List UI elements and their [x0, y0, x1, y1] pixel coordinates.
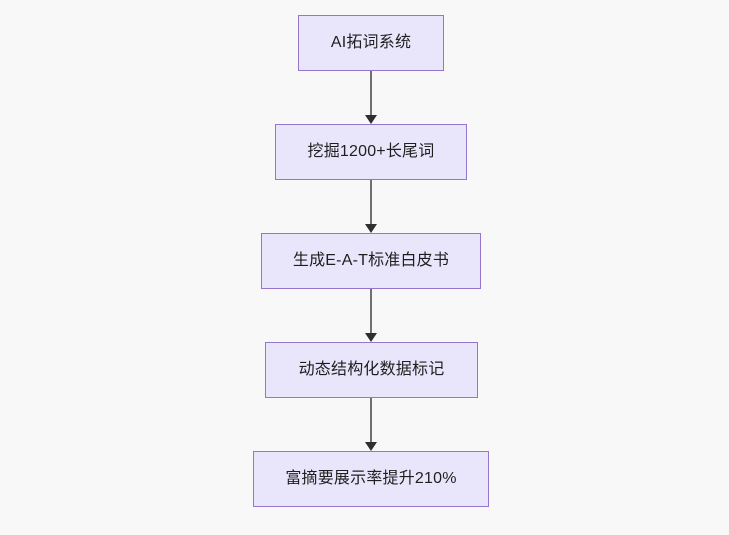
flowchart-node-ai-keyword-system[interactable]: AI拓词系统 — [298, 15, 444, 71]
flowchart-node-mine-longtail-keywords[interactable]: 挖掘1200+长尾词 — [275, 124, 467, 180]
node-label: 挖掘1200+长尾词 — [307, 143, 435, 160]
connector-line — [370, 289, 372, 334]
connector-node3-to-node4 — [358, 289, 384, 342]
connector-node2-to-node3 — [358, 180, 384, 233]
node-label: 动态结构化数据标记 — [298, 361, 445, 378]
connector-node4-to-node5 — [358, 398, 384, 451]
arrow-down-icon — [365, 115, 377, 124]
connector-line — [370, 398, 372, 443]
connector-line — [370, 71, 372, 116]
connector-node1-to-node2 — [358, 71, 384, 124]
flowchart-node-rich-snippet-rate-increase[interactable]: 富摘要展示率提升210% — [253, 451, 489, 507]
connector-line — [370, 180, 372, 225]
flowchart-node-generate-eat-whitepaper[interactable]: 生成E-A-T标准白皮书 — [261, 233, 481, 289]
arrow-down-icon — [365, 224, 377, 233]
node-label: 富摘要展示率提升210% — [285, 470, 457, 487]
flowchart-node-dynamic-structured-data-markup[interactable]: 动态结构化数据标记 — [265, 342, 478, 398]
node-label: 生成E-A-T标准白皮书 — [292, 252, 450, 269]
arrow-down-icon — [365, 442, 377, 451]
node-label: AI拓词系统 — [330, 34, 412, 51]
arrow-down-icon — [365, 333, 377, 342]
